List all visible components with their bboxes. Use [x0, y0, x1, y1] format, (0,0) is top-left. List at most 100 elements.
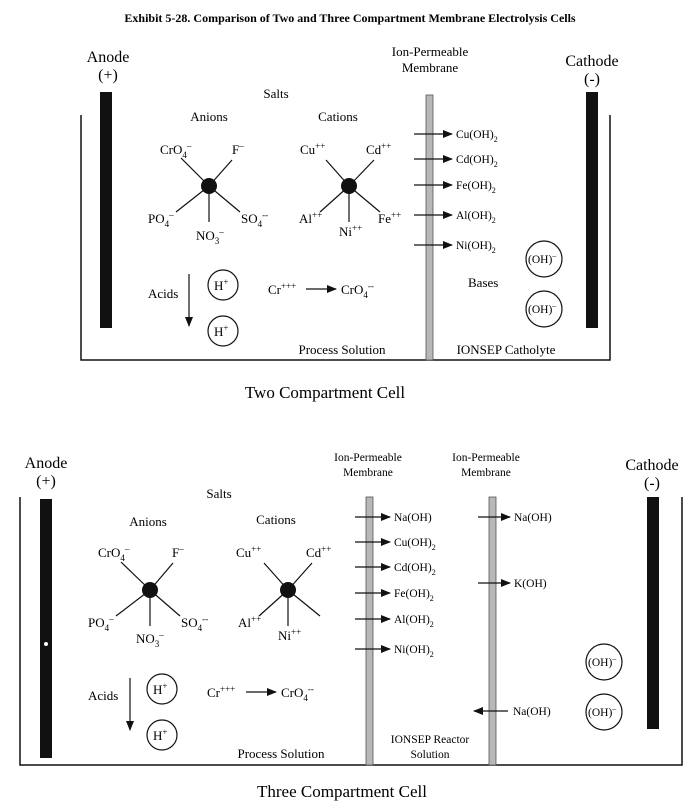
- cations-label: Cations: [318, 109, 358, 124]
- anion-sulfate: SO4--: [241, 210, 268, 229]
- anode-connector-dot: [44, 642, 48, 646]
- sodium-hydroxide-top: Na(OH): [514, 512, 552, 524]
- hydroxide-ion-circle: [585, 643, 623, 681]
- process-solution-label: Process Solution: [237, 746, 325, 761]
- two-compartment-cell: Anode (+) Cathode (-) Ion-Permeable Memb…: [80, 44, 619, 402]
- anode-label: Anode: [25, 455, 68, 472]
- three-cell-caption: Three Compartment Cell: [257, 782, 427, 801]
- cation-center: [341, 178, 357, 194]
- acids-label: Acids: [88, 688, 118, 703]
- anion-center: [142, 582, 158, 598]
- anions-label: Anions: [190, 109, 228, 124]
- cathode-label: Cathode: [565, 53, 618, 70]
- hydroxide-ion: (OH)–: [588, 704, 617, 719]
- hydroxide-ion: (OH)–: [528, 301, 557, 316]
- cathode-electrode: [586, 92, 598, 328]
- hydroxide-transfer-list: Cu(OH)2Cd(OH)2Fe(OH)2Al(OH)2Ni(OH)2: [414, 129, 498, 255]
- potassium-hydroxide: K(OH): [514, 578, 547, 590]
- bases-label: Bases: [468, 275, 498, 290]
- anion-nitrate: NO3–: [136, 630, 164, 649]
- transferred-hydroxide: Ni(OH)2: [394, 644, 434, 659]
- anion-phosphate: PO4–: [148, 210, 174, 229]
- transferred-hydroxide: Al(OH)2: [394, 614, 434, 629]
- cation-cadmium: Cd++: [306, 544, 331, 560]
- tank-outline: [19, 497, 683, 766]
- hydrogen-ion-circle: [146, 673, 178, 705]
- hydroxide-ion-circle: [585, 693, 623, 731]
- anion-chromate: CrO4–: [160, 141, 192, 160]
- salts-label: Salts: [206, 486, 231, 501]
- cation-center: [280, 582, 296, 598]
- three-compartment-cell: Anode (+) Cathode (-) Ion-Permeable Memb…: [19, 452, 683, 801]
- ion-permeable-membrane: [425, 94, 434, 361]
- hydrogen-ion: H+: [214, 277, 228, 293]
- metal-hydroxide: Fe(OH)2: [456, 180, 496, 195]
- membrane-1-label: Ion-Permeable: [334, 452, 402, 464]
- anode-electrode: [100, 92, 112, 328]
- hydrogen-ion: H+: [153, 681, 167, 697]
- chromate-product: CrO4--: [341, 281, 374, 300]
- membrane-1-transfer-list: Na(OH) Cu(OH)2Cd(OH)2Fe(OH)2Al(OH)2Ni(OH)…: [355, 512, 436, 659]
- reactor-solution-label-2: Solution: [411, 749, 450, 761]
- hydroxide-ion: (OH)–: [528, 251, 557, 266]
- anode-sign: (+): [98, 67, 118, 84]
- membrane-1-label-2: Membrane: [343, 467, 393, 479]
- process-solution-label: Process Solution: [298, 342, 386, 357]
- chromium-trivalent: Cr+++: [268, 281, 296, 297]
- membrane-2-label-2: Membrane: [461, 467, 511, 479]
- reactor-solution-label: IONSEP Reactor: [391, 734, 470, 746]
- cathode-sign: (-): [644, 475, 660, 492]
- metal-hydroxide: Ni(OH)2: [456, 240, 496, 255]
- hydrogen-ion: H+: [153, 727, 167, 743]
- transferred-hydroxide: Cu(OH)2: [394, 537, 436, 552]
- cation-cadmium: Cd++: [366, 141, 391, 157]
- cations-label: Cations: [256, 512, 296, 527]
- cation-copper: Cu++: [236, 544, 261, 560]
- cathode-label: Cathode: [625, 457, 678, 474]
- transferred-hydroxide: Na(OH): [394, 512, 432, 524]
- hydrogen-ion: H+: [214, 323, 228, 339]
- tank-outline: [80, 115, 611, 361]
- anion-chromate: CrO4–: [98, 544, 130, 563]
- hydrogen-ion-circle: [207, 315, 239, 347]
- anode-label: Anode: [87, 49, 130, 66]
- metal-hydroxide: Cu(OH)2: [456, 129, 498, 144]
- ion-permeable-membrane-2: [488, 496, 497, 766]
- anion-phosphate: PO4–: [88, 614, 114, 633]
- catholyte-label: IONSEP Catholyte: [457, 342, 556, 357]
- two-cell-caption: Two Compartment Cell: [245, 383, 406, 402]
- hydrogen-ion-circle: [207, 269, 239, 301]
- metal-hydroxide: Al(OH)2: [456, 210, 496, 225]
- membrane-label: Ion-Permeable: [392, 44, 469, 59]
- cation-aluminum: Al++: [238, 614, 261, 630]
- cation-nickel: Ni++: [278, 627, 301, 643]
- hydroxide-ion-circle: [525, 240, 563, 278]
- salts-label: Salts: [263, 86, 288, 101]
- ion-permeable-membrane-1: [365, 496, 374, 766]
- chromate-product: CrO4--: [281, 684, 314, 703]
- anode-electrode: [40, 499, 52, 758]
- anion-center: [201, 178, 217, 194]
- cation-nickel: Ni++: [339, 223, 362, 239]
- membrane-label-2: Membrane: [402, 60, 459, 75]
- sodium-hydroxide-bottom: Na(OH): [513, 706, 551, 718]
- exhibit-title: Exhibit 5-28. Comparison of Two and Thre…: [124, 11, 576, 25]
- transferred-hydroxide: Cd(OH)2: [394, 562, 436, 577]
- anion-fluoride: F–: [172, 544, 184, 560]
- acids-label: Acids: [148, 286, 178, 301]
- hydroxide-ion: (OH)–: [588, 654, 617, 669]
- transferred-hydroxide: Fe(OH)2: [394, 588, 434, 603]
- anode-sign: (+): [36, 473, 56, 490]
- anion-fluoride: F–: [232, 141, 244, 157]
- cation-aluminum: Al++: [299, 210, 322, 226]
- metal-hydroxide: Cd(OH)2: [456, 154, 498, 169]
- anion-sulfate: SO4--: [181, 614, 208, 633]
- membrane-2-label: Ion-Permeable: [452, 452, 520, 464]
- hydroxide-ion-circle: [525, 290, 563, 328]
- anion-nitrate: NO3–: [196, 227, 224, 246]
- cation-copper: Cu++: [300, 141, 325, 157]
- hydrogen-ion-circle: [146, 719, 178, 751]
- cation-iron: Fe++: [378, 210, 401, 226]
